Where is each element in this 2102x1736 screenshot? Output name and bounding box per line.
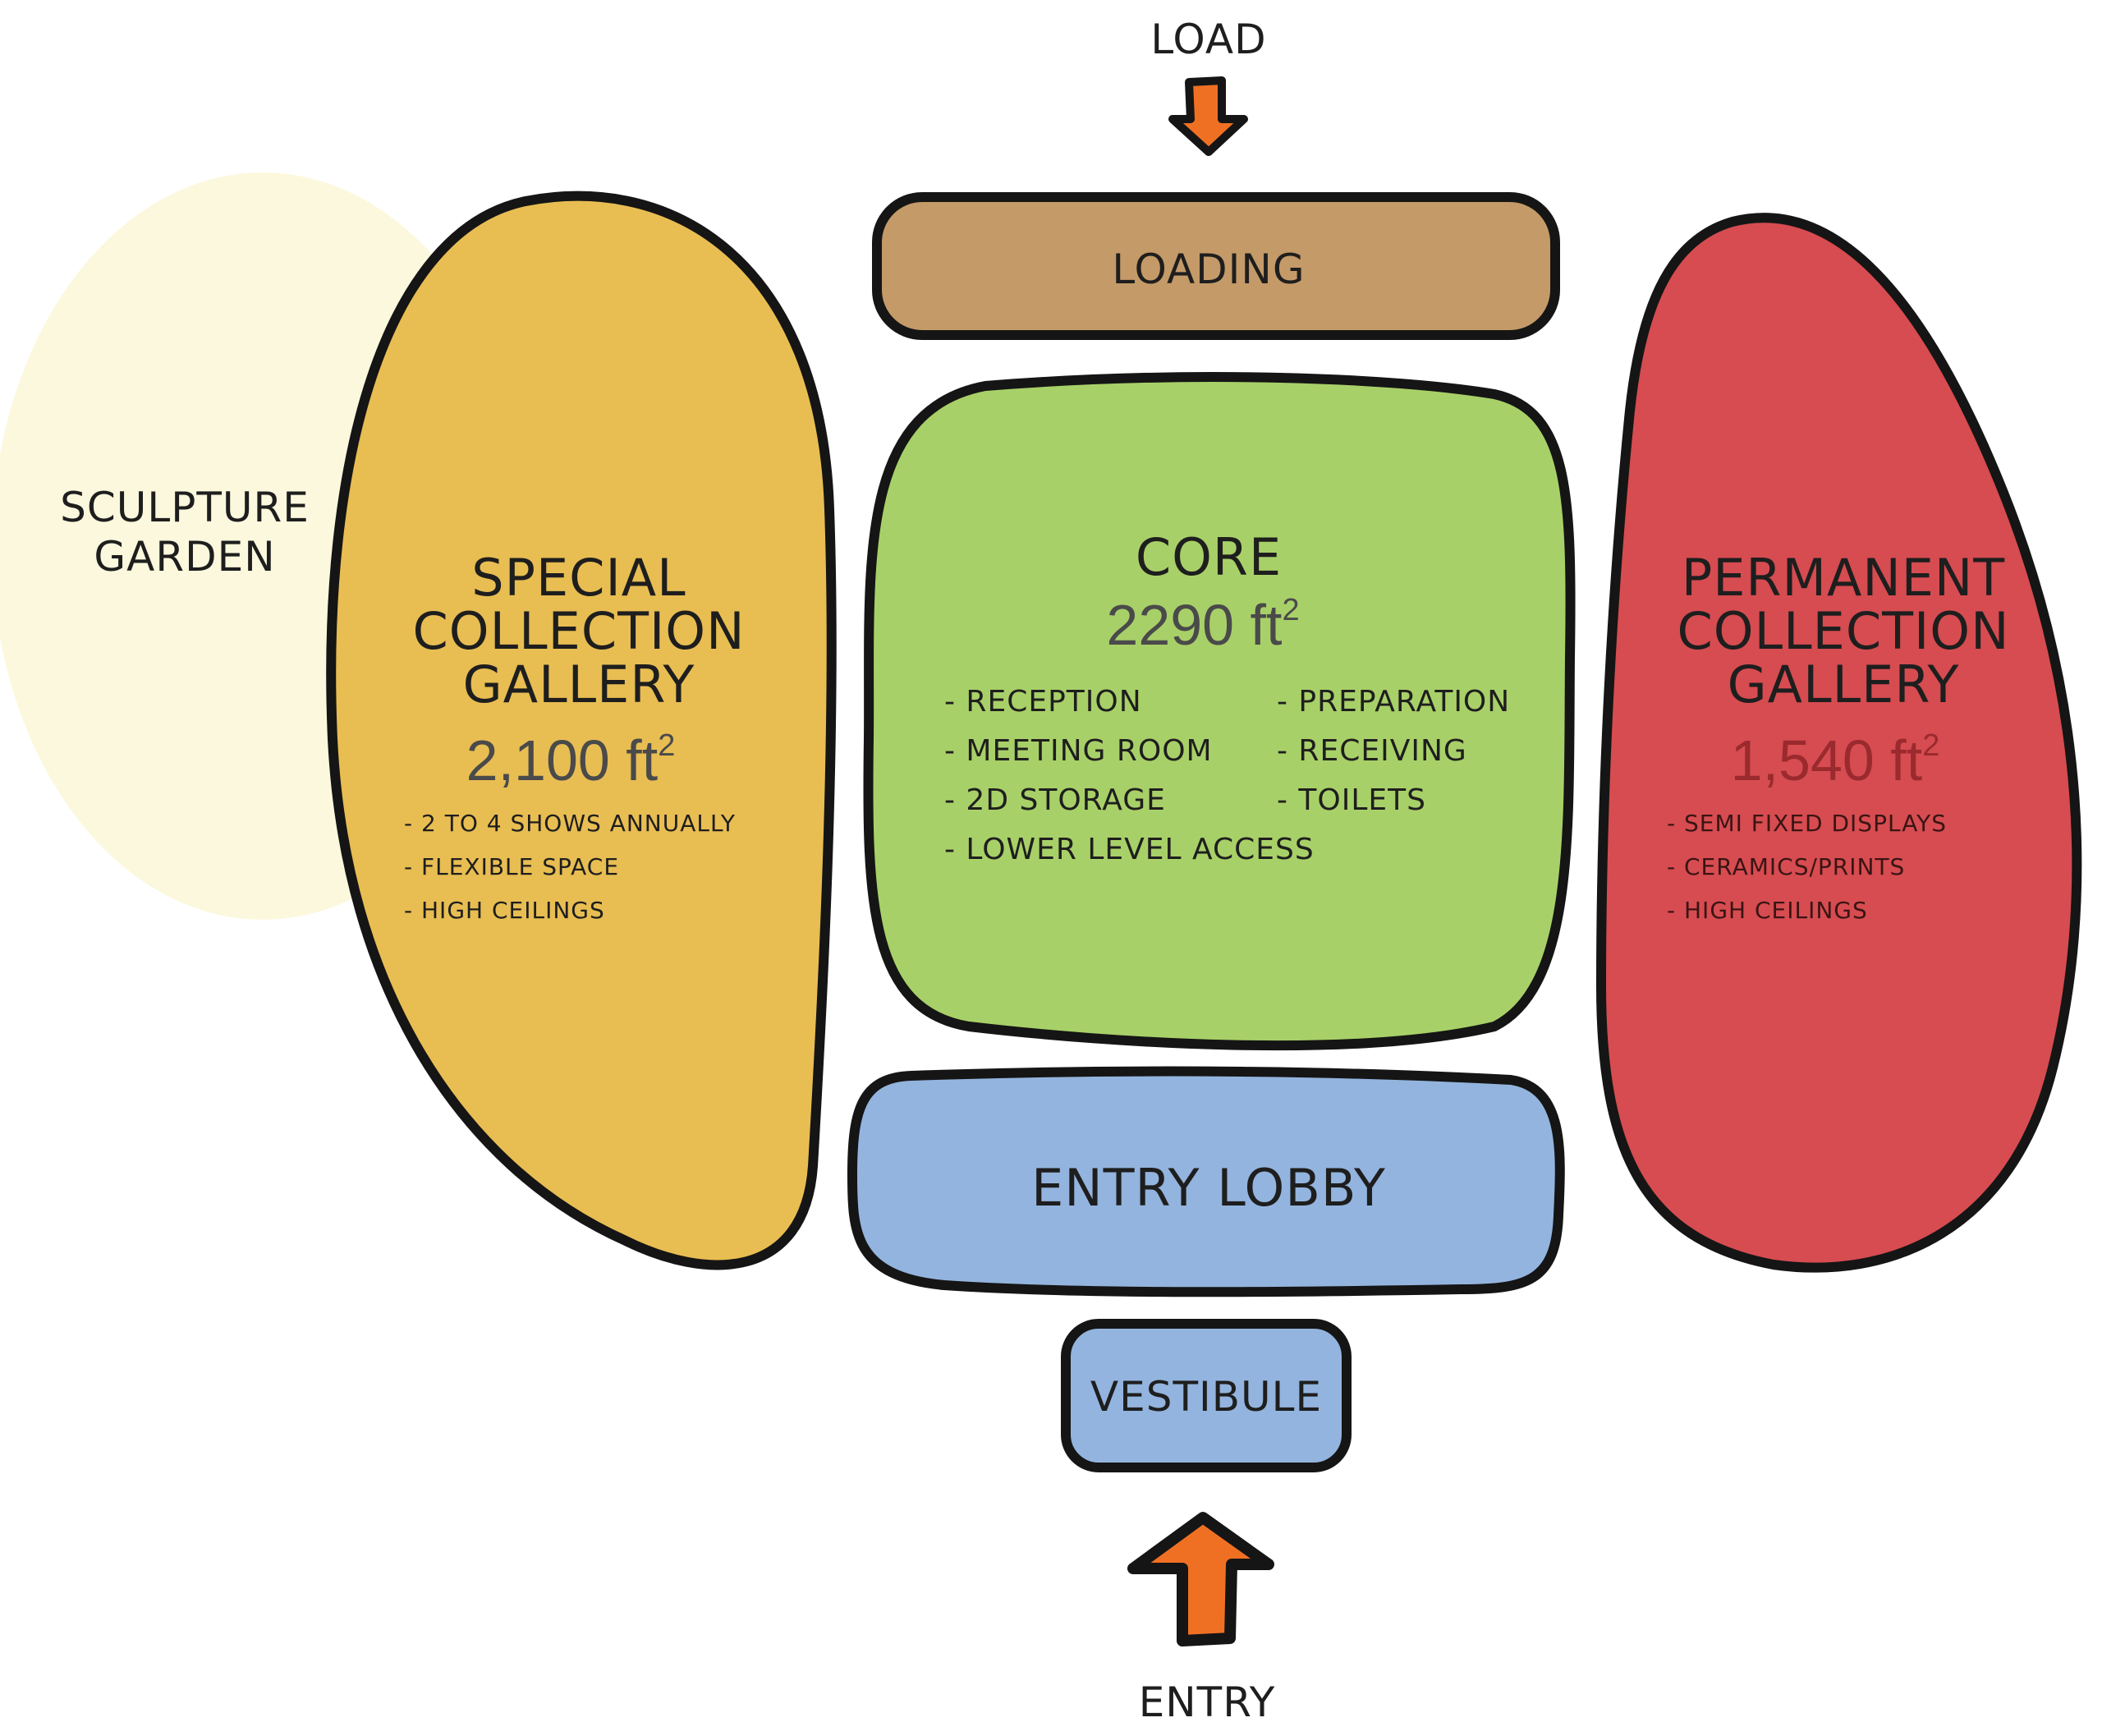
permanent-item: - SEMI FIXED DISPLAYS	[1667, 810, 1947, 837]
core-item: - RECEPTION	[944, 685, 1142, 719]
core-title: CORE	[1136, 527, 1282, 587]
permanent-gallery-bubble	[1596, 213, 2082, 1273]
garden-label-2: GARDEN	[94, 533, 275, 581]
permanent-item: - HIGH CEILINGS	[1667, 897, 1868, 924]
core-bubble	[863, 372, 1576, 1051]
entry-arrow-icon	[1127, 1512, 1274, 1646]
special-title-1: SPECIAL	[471, 548, 686, 608]
vestibule-bubble	[1061, 1319, 1352, 1472]
permanent-area: 1,540 ft2	[1731, 728, 1940, 792]
permanent-title-2: COLLECTION	[1677, 601, 2010, 661]
special-item: - HIGH CEILINGS	[404, 897, 605, 924]
entry-label: ENTRY	[1139, 1679, 1276, 1726]
entry-lobby-label: ENTRY LOBBY	[1031, 1158, 1386, 1218]
loading-label: LOADING	[1112, 246, 1305, 293]
permanent-title-1: PERMANENT	[1682, 548, 2005, 608]
special-area: 2,100 ft2	[466, 728, 676, 792]
permanent-item: - CERAMICS/PRINTS	[1667, 853, 1905, 880]
core-item: - LOWER LEVEL ACCESS	[944, 833, 1315, 866]
core-item: - RECEIVING	[1277, 734, 1467, 768]
special-title-3: GALLERY	[463, 654, 695, 714]
core-item: - MEETING ROOM	[944, 734, 1213, 768]
core-area: 2290 ft2	[1106, 593, 1299, 657]
permanent-title-3: GALLERY	[1728, 654, 1960, 714]
special-title-2: COLLECTION	[413, 601, 746, 661]
load-arrow-icon	[1168, 76, 1248, 156]
special-item: - FLEXIBLE SPACE	[404, 853, 619, 880]
core-item: - PREPARATION	[1277, 685, 1510, 719]
core-item: - TOILETS	[1277, 783, 1426, 817]
load-label: LOAD	[1150, 16, 1266, 63]
special-gallery-bubble	[326, 191, 837, 1270]
entry-lobby-bubble	[847, 1066, 1565, 1297]
loading-bubble	[872, 192, 1560, 340]
garden-label-1: SCULPTURE	[60, 484, 310, 531]
core-item: - 2D STORAGE	[944, 783, 1166, 817]
vestibule-label: VESTIBULE	[1090, 1373, 1322, 1421]
special-item: - 2 TO 4 SHOWS ANNUALLY	[404, 810, 736, 837]
